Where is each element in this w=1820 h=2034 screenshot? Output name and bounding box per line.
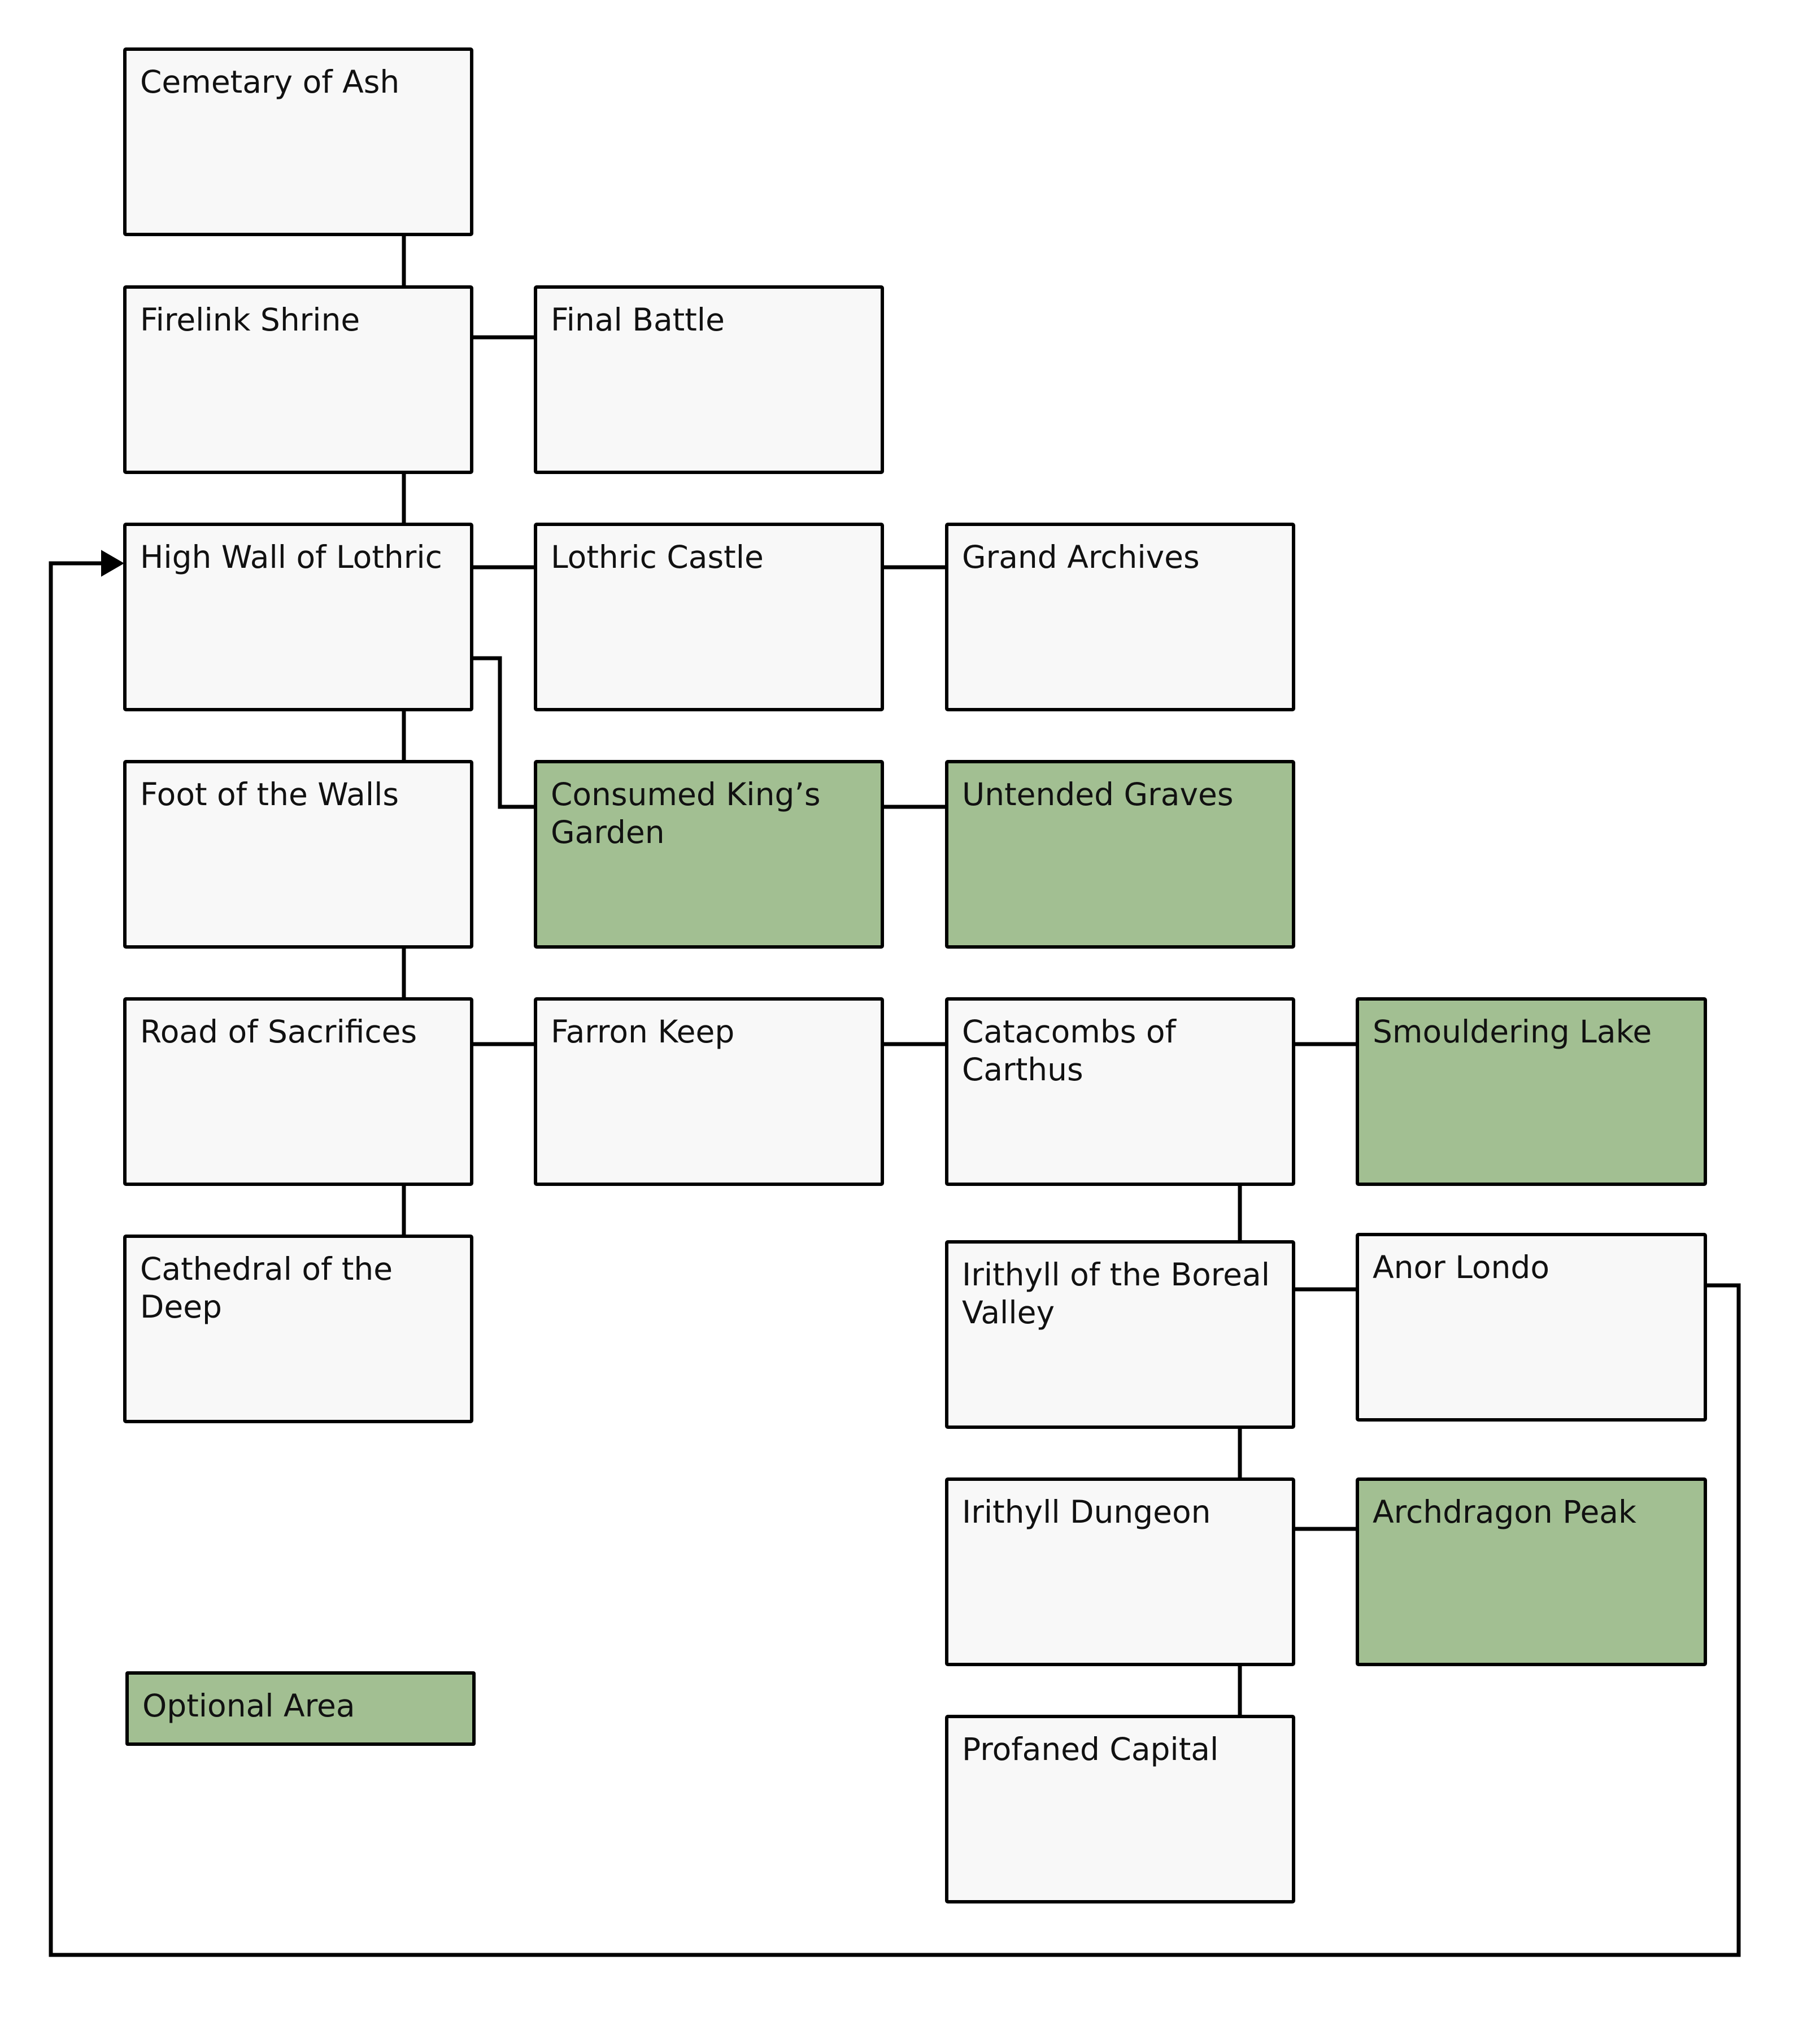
return-arrowhead-icon xyxy=(101,550,124,577)
area-irithyll-dungeon: Irithyll Dungeon xyxy=(945,1477,1295,1666)
area-untended-graves: Untended Graves xyxy=(945,760,1295,949)
area-consumed-kings-garden: Consumed King’s Garden xyxy=(534,760,884,949)
edge-highwall-consumedgarden xyxy=(473,656,534,809)
area-smouldering-lake: Smouldering Lake xyxy=(1356,997,1707,1186)
area-catacombs-of-carthus: Catacombs of Carthus xyxy=(945,997,1295,1186)
area-irithyll-of-the-boreal-valley: Irithyll of the Boreal Valley xyxy=(945,1240,1295,1429)
area-profaned-capital: Profaned Capital xyxy=(945,1715,1295,1903)
legend-optional-area: Optional Area xyxy=(125,1671,476,1746)
edge-anorlondo-return-highwall xyxy=(49,561,1741,1957)
area-cemetary-of-ash: Cemetary of Ash xyxy=(123,47,473,236)
area-grand-archives: Grand Archives xyxy=(945,523,1295,711)
area-anor-londo: Anor Londo xyxy=(1356,1233,1707,1422)
area-cathedral-of-the-deep: Cathedral of the Deep xyxy=(123,1235,473,1423)
area-firelink-shrine: Firelink Shrine xyxy=(123,285,473,474)
area-archdragon-peak: Archdragon Peak xyxy=(1356,1477,1707,1666)
area-farron-keep: Farron Keep xyxy=(534,997,884,1186)
area-high-wall-of-lothric: High Wall of Lothric xyxy=(123,523,473,711)
area-road-of-sacrifices: Road of Sacrifices xyxy=(123,997,473,1186)
area-final-battle: Final Battle xyxy=(534,285,884,474)
area-foot-of-the-walls: Foot of the Walls xyxy=(123,760,473,949)
area-lothric-castle: Lothric Castle xyxy=(534,523,884,711)
